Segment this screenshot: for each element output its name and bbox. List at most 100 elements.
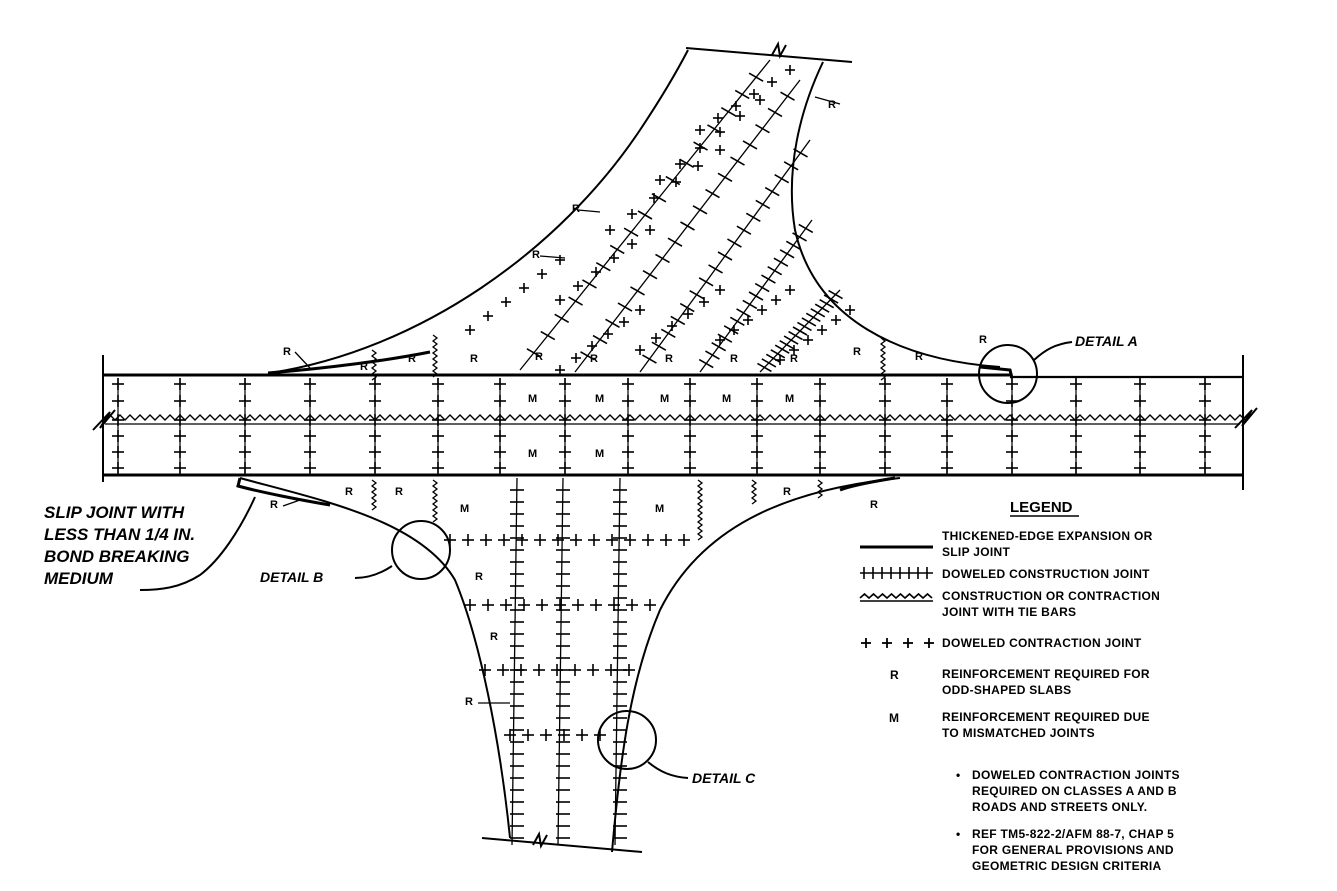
dowel-cross	[239, 378, 251, 390]
south-road-transverse-joint	[504, 729, 606, 741]
pavement-outline	[92, 40, 1258, 853]
dowel-cross	[533, 664, 545, 676]
dowel-cross	[571, 353, 581, 363]
transverse-contraction-joint	[304, 378, 316, 474]
dowel-cross	[644, 599, 656, 611]
north-road-transverse-joint	[465, 255, 565, 335]
slab-mark-r: R	[853, 346, 861, 358]
dowel-cross	[627, 239, 637, 249]
legend-symbol-r: R	[890, 668, 899, 682]
dowel-cross	[497, 664, 509, 676]
dowel-cross	[671, 177, 681, 187]
dowel-cross	[1199, 446, 1211, 458]
transverse-contraction-joint	[1070, 378, 1082, 474]
dowel-cross	[1006, 462, 1018, 474]
slab-mark-r: R	[270, 499, 278, 511]
dowel-cross	[941, 395, 953, 407]
transverse-contraction-joint	[112, 378, 124, 474]
slip-joint-label-line1: SLIP JOINT WITH	[44, 503, 185, 522]
slab-mark-leader	[282, 499, 301, 507]
dowel-cross	[785, 65, 795, 75]
legend-item-4-line1: DOWELED CONTRACTION JOINT	[942, 636, 1142, 650]
slip-joint-right-fillet	[979, 365, 1014, 379]
dowel-cross	[715, 285, 725, 295]
legend-dowel-cross	[924, 638, 934, 648]
slab-mark-m: M	[528, 448, 537, 460]
slab-mark-r: R	[360, 361, 368, 373]
dowel-cross	[572, 599, 584, 611]
legend-dowel-cross	[861, 638, 871, 648]
dowel-cross	[239, 430, 251, 442]
dowel-cross	[605, 664, 617, 676]
transverse-contraction-joint	[684, 378, 696, 474]
legend-item-2-line1: DOWELED CONSTRUCTION JOINT	[942, 567, 1150, 581]
north-road-joint	[757, 289, 843, 373]
dowel-cross	[518, 599, 530, 611]
dowel-cross	[559, 462, 571, 474]
annotation-labels: SLIP JOINT WITH LESS THAN 1/4 IN. BOND B…	[44, 333, 1138, 786]
dowel-cross	[879, 395, 891, 407]
legend-item-3-line2: JOINT WITH TIE BARS	[942, 605, 1076, 619]
dowel-cross	[587, 341, 597, 351]
dowel-cross	[555, 255, 565, 265]
slab-mark-r: R	[665, 353, 673, 365]
dowel-cross	[552, 534, 564, 546]
slab-mark-r: R	[475, 571, 483, 583]
detail-a-circle	[978, 344, 1038, 404]
transverse-contraction-joint	[814, 378, 826, 474]
slab-mark-leader	[577, 209, 601, 213]
slab-mark-r: R	[979, 334, 987, 346]
dowel-cross	[693, 161, 703, 171]
dowel-cross	[775, 355, 785, 365]
dowel-cross	[941, 430, 953, 442]
note-2-line3: GEOMETRIC DESIGN CRITERIA	[972, 859, 1162, 873]
dowel-cross	[1199, 430, 1211, 442]
slab-mark-m: M	[785, 393, 794, 405]
dowel-cross	[369, 395, 381, 407]
dowel-cross	[729, 325, 739, 335]
dowel-cross	[494, 378, 506, 390]
dowel-cross	[494, 395, 506, 407]
dowel-cross	[713, 113, 723, 123]
dowel-cross	[1134, 378, 1146, 390]
north-road-transverse-joint	[605, 145, 725, 235]
dowel-cross	[651, 333, 661, 343]
dowel-cross	[591, 267, 601, 277]
dowel-cross	[555, 365, 565, 375]
legend-dowel-cross	[903, 638, 913, 648]
dowel-cross	[174, 395, 186, 407]
dowel-cross	[573, 281, 583, 291]
slab-mark-r: R	[783, 486, 791, 498]
dowel-cross	[695, 143, 705, 153]
north-road-transverse-joint	[555, 225, 655, 305]
slab-mark-m: M	[595, 448, 604, 460]
south-road-longitudinal-joint	[613, 477, 627, 846]
slab-mark-r: R	[465, 696, 473, 708]
north-road-transverse-joint	[715, 285, 795, 345]
slab-mark-r: R	[532, 249, 540, 261]
break-mark-bottom	[532, 830, 548, 850]
dowel-cross	[622, 430, 634, 442]
slip-joint-label-line2: LESS THAN 1/4 IN.	[44, 525, 195, 544]
dowel-cross	[1134, 430, 1146, 442]
dowel-cross	[588, 534, 600, 546]
fillet-tie-bar-joint	[431, 334, 439, 378]
dowel-cross	[655, 175, 665, 185]
dowel-cross	[304, 462, 316, 474]
dowel-cross	[494, 430, 506, 442]
fillet-tie-bar-joint	[816, 479, 824, 499]
dowel-cross	[660, 534, 672, 546]
dowel-cross	[1134, 446, 1146, 458]
note-2-line1: REF TM5-822-2/AFM 88-7, CHAP 5	[972, 827, 1174, 841]
north-road-transverse-joint	[775, 305, 855, 365]
dowel-cross	[684, 395, 696, 407]
dowel-cross	[587, 664, 599, 676]
north-road-transverse-joint	[655, 95, 765, 185]
dowel-cross	[559, 446, 571, 458]
north-road-transverse-joint	[555, 305, 645, 375]
dowel-cross	[755, 95, 765, 105]
dowel-cross	[941, 446, 953, 458]
slip-joint-leader	[139, 496, 256, 591]
legend-item-6-line1: REINFORCEMENT REQUIRED DUE	[942, 710, 1150, 724]
